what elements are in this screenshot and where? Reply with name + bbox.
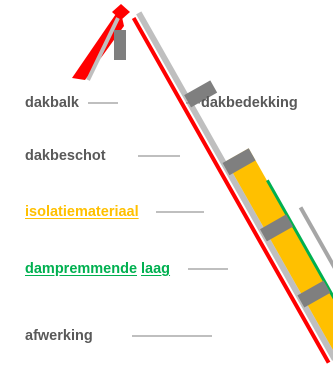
label-dakbeschot: dakbeschot	[25, 148, 106, 164]
label-afwerking: afwerking	[25, 328, 93, 344]
left-slope-board	[86, 17, 120, 81]
rafter-block	[184, 80, 218, 108]
finishing-layer	[298, 206, 333, 339]
ridge-beam	[114, 30, 126, 60]
roof-board-layer	[136, 11, 333, 361]
rafter-block	[297, 280, 331, 308]
left-slope-tiles	[72, 8, 124, 80]
rafter-block	[260, 214, 294, 242]
label-dakbedekking: dakbedekking	[201, 95, 298, 111]
label-laag: laag	[141, 261, 171, 277]
label-isolatiemateriaal: isolatiemateriaal	[25, 204, 139, 220]
left-roof-slope	[72, 8, 124, 81]
vapour-barrier-layer	[266, 179, 333, 345]
leader-lines	[88, 102, 228, 337]
roof-tiles	[115, 17, 331, 364]
rafter-block	[222, 148, 256, 176]
roof-ridge	[112, 4, 130, 60]
label-dampremmende: dampremmende	[25, 261, 138, 277]
label-dakbalk: dakbalk	[25, 95, 79, 111]
insulation-layer	[226, 148, 333, 357]
